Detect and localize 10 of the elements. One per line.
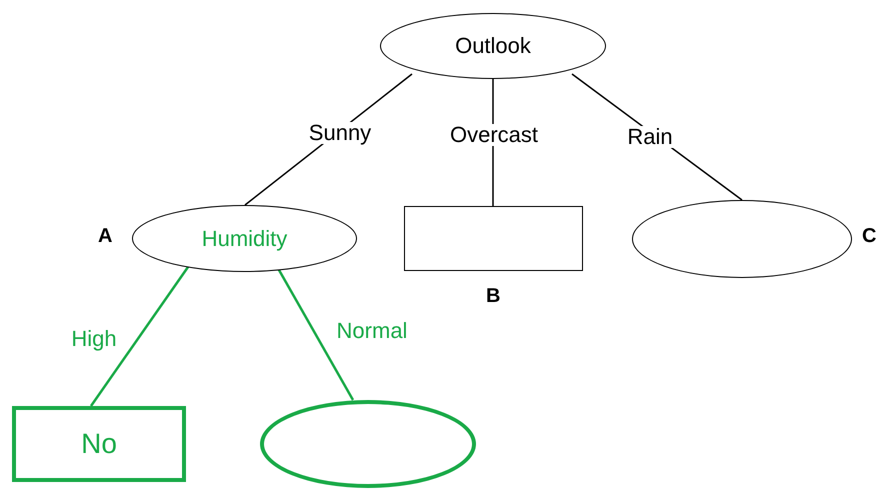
node-label: No xyxy=(81,430,117,458)
node-label: Humidity xyxy=(202,228,288,250)
box-node xyxy=(12,406,186,482)
node-label: Outlook xyxy=(455,35,531,57)
node-letter: C xyxy=(862,226,876,246)
connector-line xyxy=(90,266,190,407)
connector-line xyxy=(278,269,354,401)
node-letter: A xyxy=(98,226,112,246)
rectangle xyxy=(404,206,583,271)
node-letter: B xyxy=(486,286,500,306)
